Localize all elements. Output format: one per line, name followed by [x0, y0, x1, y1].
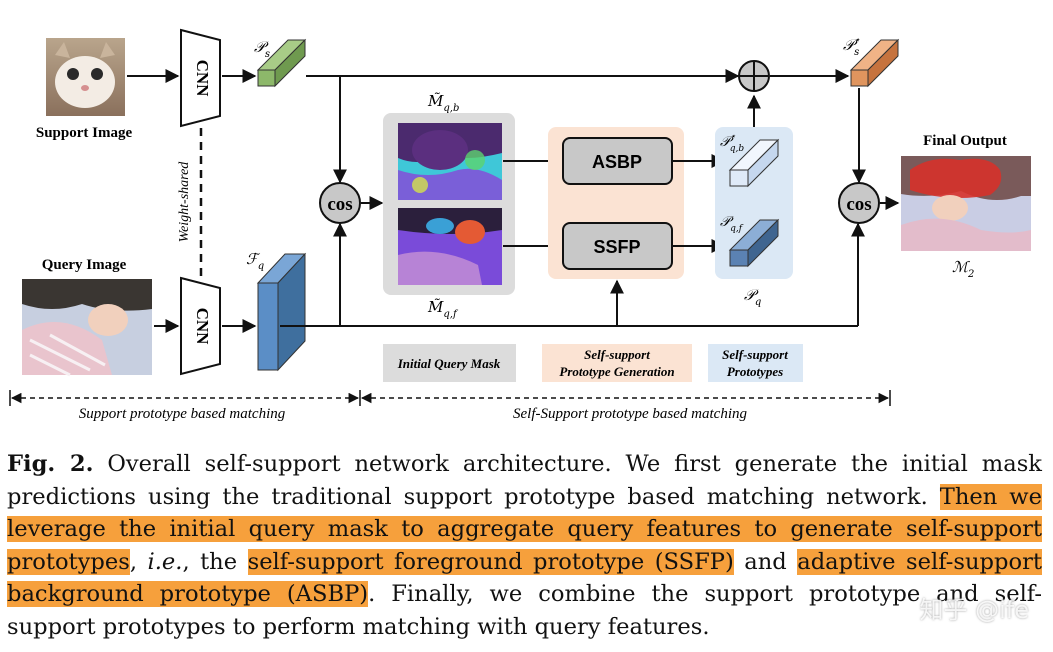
svg-text:SSFP: SSFP: [593, 237, 640, 257]
svg-text:CNN: CNN: [193, 308, 212, 346]
span-right: Self-Support prototype based matching: [360, 390, 891, 422]
svg-text:Support prototype based matchi: Support prototype based matching: [79, 406, 286, 422]
query-image: [22, 279, 152, 377]
svg-text:ASBP: ASBP: [592, 152, 642, 172]
svg-text:Self-Support prototype based m: Self-Support prototype based matching: [513, 406, 747, 422]
caption-highlight-2: self-support foreground prototype (SSFP): [247, 548, 734, 575]
query-image-label: Query Image: [42, 257, 127, 273]
m-2-label: ℳ2: [952, 258, 974, 280]
p-s-star-label: 𝒫⋆s: [843, 35, 860, 58]
span-left: Support prototype based matching: [9, 390, 361, 422]
caption-ie: i.e.: [147, 548, 183, 575]
legend-self-support-prototypes: Self-support Prototypes: [708, 344, 803, 382]
architecture-diagram: Support Image Query Image CNN CNN Weight…: [9, 28, 1031, 422]
p-qf-block: [728, 218, 780, 268]
weight-shared-label: Weight-shared: [177, 161, 192, 243]
final-output-image: [901, 156, 1031, 251]
mask-foreground-image: [398, 208, 502, 285]
plus-node: [738, 60, 770, 92]
cnn-top: CNN: [180, 28, 221, 128]
final-output-label: Final Output: [923, 133, 1007, 149]
caption-text-4: and: [733, 548, 798, 575]
svg-text:Prototypes: Prototypes: [727, 364, 783, 379]
caption-fig-label: Fig. 2.: [7, 451, 94, 477]
caption-text-3: , the: [182, 548, 248, 575]
legend-prototype-generation: Self-support Prototype Generation: [542, 344, 692, 382]
asbp-box: ASBP: [562, 137, 673, 185]
legend-initial-query-mask: Initial Query Mask: [383, 344, 516, 382]
m-qb-label: M̃q,b: [427, 92, 459, 114]
caption-text-5: . Finally, we combine the support protot…: [7, 581, 1042, 640]
support-prototype-block: [256, 38, 307, 88]
mask-background-image: [398, 123, 502, 200]
svg-text:Self-support: Self-support: [584, 347, 650, 362]
support-prototype-star-block: [849, 38, 900, 88]
p-s-label: 𝒫s: [254, 38, 270, 60]
ssfp-box: SSFP: [562, 222, 673, 270]
p-qb-block: [728, 138, 780, 188]
svg-text:cos: cos: [327, 194, 352, 215]
p-qb-label: 𝒫⋆q,b: [720, 132, 744, 154]
caption-text-1: Overall self-support network architectur…: [7, 451, 1042, 510]
svg-text:CNN: CNN: [193, 60, 212, 98]
watermark: 知乎 @ife: [919, 596, 1029, 624]
svg-text:Self-support: Self-support: [722, 347, 788, 362]
caption-text-2: ,: [129, 548, 148, 575]
support-image-label: Support Image: [36, 125, 133, 141]
cos-left-node: cos: [319, 182, 361, 224]
support-image: [46, 38, 125, 116]
figure-caption: Fig. 2. Overall self-support network arc…: [7, 448, 1042, 643]
cnn-bottom: CNN: [180, 276, 221, 376]
p-q-label: 𝒫q: [744, 286, 761, 308]
svg-text:cos: cos: [846, 194, 871, 215]
query-feature-block: [256, 252, 307, 372]
m-qf-label: M̃q,f: [427, 298, 459, 320]
svg-text:Initial Query Mask: Initial Query Mask: [397, 356, 501, 371]
svg-text:Prototype Generation: Prototype Generation: [559, 364, 674, 379]
cos-right-node: cos: [838, 182, 880, 224]
f-q-label: ℱq: [246, 250, 264, 272]
